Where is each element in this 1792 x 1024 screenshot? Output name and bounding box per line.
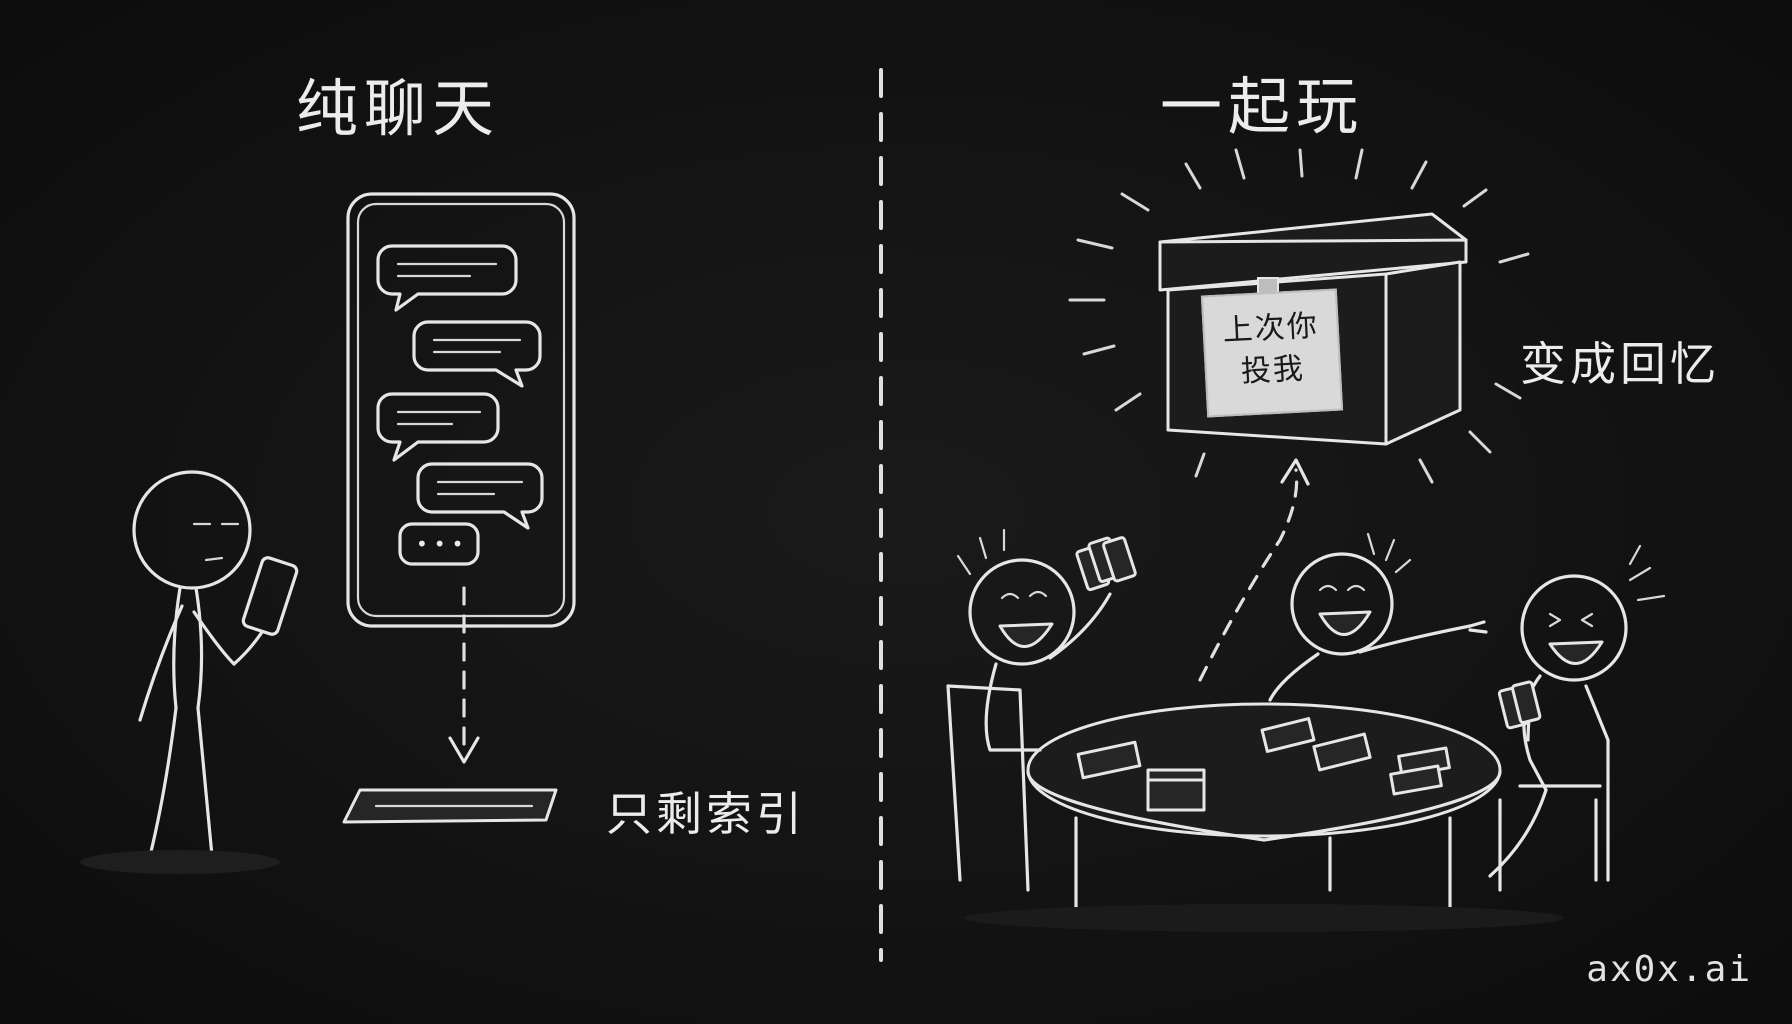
- chat-bubble: [416, 462, 544, 530]
- typing-indicator: •••: [416, 532, 470, 556]
- phone-illustration: [346, 192, 576, 628]
- stick-figure-looking-at-phone: [80, 470, 299, 874]
- player-middle-pointing: [1268, 532, 1488, 702]
- card-table: [1026, 702, 1502, 918]
- chat-bubble: [376, 392, 500, 462]
- chat-bubble: [376, 244, 518, 312]
- left-panel-title: 纯聊天: [296, 72, 501, 145]
- player-right-laughing: [964, 544, 1666, 932]
- watermark-text: ax0x.ai: [1586, 949, 1752, 990]
- player-left-laughing: [946, 528, 1137, 892]
- note-line-1: 上次你: [1221, 308, 1320, 349]
- chat-bubble: [412, 320, 542, 388]
- index-slab: [342, 788, 558, 824]
- result-label: 只剩索引: [606, 787, 806, 841]
- sticky-note: 上次你 投我: [1200, 288, 1344, 418]
- right-panel-title: 一起玩: [1160, 70, 1365, 143]
- typing-bubble: [398, 522, 480, 566]
- note-line-2: 投我: [1240, 351, 1306, 390]
- glow-rays: [1068, 148, 1530, 484]
- down-arrow: [448, 586, 480, 764]
- up-arrow: [1198, 458, 1310, 682]
- memory-label: 变成回忆: [1520, 337, 1720, 391]
